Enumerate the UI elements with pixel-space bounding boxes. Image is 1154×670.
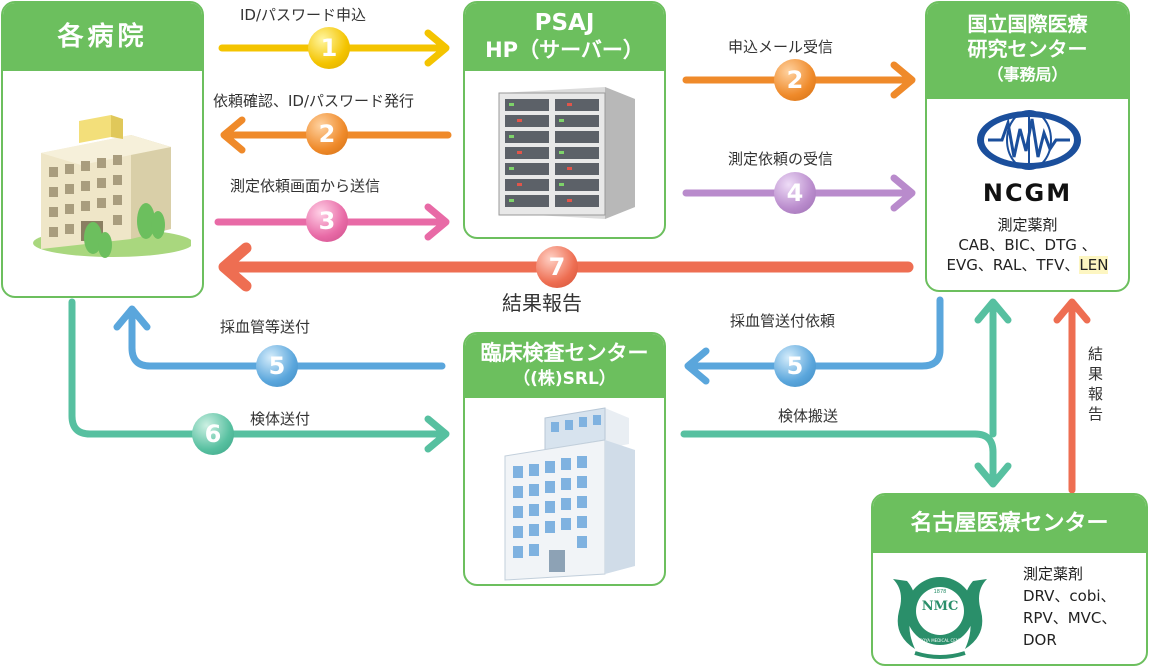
- step-5-left-label: 採血管等送付: [220, 318, 311, 336]
- ncgm-title-line1: 国立国際医療: [967, 12, 1088, 36]
- transport-label: 検体搬送: [778, 407, 839, 425]
- step-2-right-label: 申込メール受信: [728, 38, 834, 56]
- ncgm-drugs-line1: CAB、BIC、DTG 、: [958, 236, 1097, 254]
- nmc-logo-ring-text: NAGOYA MEDICAL CENTER: [913, 638, 967, 643]
- srl-title: 臨床検査センター （(株)SRL）: [465, 334, 664, 398]
- server-rack-icon: [498, 87, 635, 219]
- ncgm-title-line2: 研究センター: [967, 37, 1088, 61]
- psaj-title: PSAJ HP（サーバー）: [465, 3, 664, 71]
- arrow-step-5-left: [113, 305, 446, 370]
- step-7-label: 結果報告: [502, 291, 582, 315]
- step-5-right-badge: 5: [774, 345, 816, 387]
- step-4-label: 測定依頼の受信: [728, 150, 834, 168]
- nagoya-drugs-line1: DRV、cobi、: [1023, 587, 1116, 605]
- step-6-label: 検体送付: [250, 410, 311, 428]
- step-5-right-label: 採血管送付依頼: [730, 312, 836, 330]
- nagoya-title: 名古屋医療センター: [873, 495, 1146, 553]
- step-2-left-badge: 2: [306, 113, 348, 155]
- ncgm-title: 国立国際医療 研究センター （事務局）: [927, 3, 1128, 99]
- nmc-logo-text: NMC: [921, 599, 959, 614]
- hospitals-box: 各病院: [1, 1, 204, 298]
- arrow-transport: [680, 298, 1012, 488]
- psaj-box: PSAJ HP（サーバー）: [463, 1, 666, 239]
- step-7-badge: 7: [536, 246, 578, 288]
- ncgm-drugs-highlight: LEN: [1079, 256, 1109, 274]
- psaj-title-line2: HP（サーバー）: [485, 38, 644, 62]
- arrow-step-5-right: [684, 296, 944, 385]
- nmc-logo-year: 1878: [933, 589, 947, 595]
- nagoya-drugs-line3: DOR: [1023, 631, 1057, 649]
- ncgm-drugs-title: 測定薬剤: [997, 216, 1058, 234]
- step-3-badge: 3: [306, 200, 348, 242]
- step-3-label: 測定依頼画面から送信: [230, 177, 381, 195]
- step-2-right-badge: 2: [774, 59, 816, 101]
- step-2-left-label: 依頼確認、ID/パスワード発行: [213, 92, 415, 110]
- srl-box: 臨床検査センター （(株)SRL）: [463, 332, 666, 586]
- srl-title-line1: 臨床検査センター: [480, 341, 649, 365]
- report-vertical-label: 結果報告: [1088, 345, 1104, 423]
- nmc-emblem-logo-icon: [893, 577, 987, 659]
- step-1-badge: 1: [308, 27, 350, 69]
- office-building-icon: [504, 407, 635, 581]
- ncgm-logo-text: NCGM: [982, 179, 1073, 207]
- hospitals-title: 各病院: [3, 3, 202, 71]
- ncgm-globe-logo-icon: [977, 110, 1081, 170]
- ncgm-drugs-line2-wrap: EVG、RAL、TFV、LEN: [927, 255, 1128, 275]
- arrow-step-6: [68, 298, 450, 453]
- ncgm-drugs-line2: EVG、RAL、TFV、: [946, 256, 1080, 274]
- step-4-badge: 4: [774, 172, 816, 214]
- arrow-report-vertical: [1053, 298, 1091, 494]
- ncgm-box: 国立国際医療 研究センター （事務局） NCGM 測定薬剤 CAB、BIC、DT…: [925, 1, 1130, 292]
- nagoya-drugs-title: 測定薬剤: [1023, 565, 1084, 583]
- nagoya-drugs: 測定薬剤 DRV、cobi、 RPV、MVC、 DOR: [1023, 563, 1116, 651]
- ncgm-title-line3: （事務局）: [987, 65, 1068, 84]
- srl-title-line2: （(株)SRL）: [513, 369, 616, 389]
- nagoya-drugs-line2: RPV、MVC、: [1023, 609, 1117, 627]
- hospital-building-icon: [33, 115, 191, 258]
- step-5-left-badge: 5: [256, 345, 298, 387]
- ncgm-drugs: 測定薬剤 CAB、BIC、DTG 、 EVG、RAL、TFV、LEN: [927, 215, 1128, 275]
- step-1-label: ID/パスワード申込: [240, 6, 367, 24]
- psaj-title-line1: PSAJ: [534, 10, 595, 36]
- nagoya-box: 名古屋医療センター NMC 1878 NAGOYA MEDICAL CENTER…: [871, 493, 1148, 666]
- step-6-badge: 6: [192, 413, 234, 455]
